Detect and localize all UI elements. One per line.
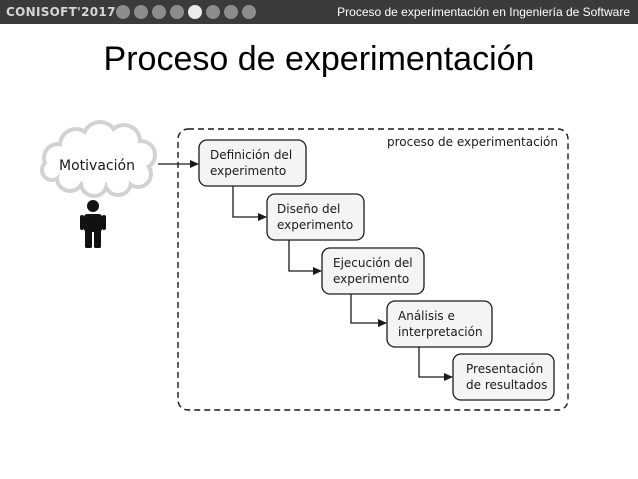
conference-brand: CONISOFT'2017 [6,5,116,19]
process-container [177,128,569,411]
cloud-label: Motivación [59,158,135,174]
progress-dot[interactable] [206,5,220,19]
step-label-line2: interpretación [398,325,483,339]
step-box-execution[interactable]: Ejecución del experimento [321,247,425,295]
arrow-step2-to-step3 [288,240,322,275]
step-label-line1: Definición del [210,148,292,162]
slide-progress-dots [116,5,256,19]
progress-dot[interactable] [224,5,238,19]
step-label-line2: experimento [210,164,286,178]
progress-dot-active[interactable] [188,5,202,19]
step-label-line1: Presentación [466,362,543,376]
motivation-cloud: Motivación [40,120,157,198]
progress-dot[interactable] [134,5,148,19]
step-label-line1: Ejecución del [333,256,413,270]
progress-dot[interactable] [116,5,130,19]
step-box-analysis[interactable]: Análisis e interpretación [386,300,493,348]
step-box-definition[interactable]: Definición del experimento [198,139,307,187]
progress-dot[interactable] [242,5,256,19]
progress-dot[interactable] [152,5,166,19]
step-label-line2: experimento [333,272,409,286]
arrow-step3-to-step4 [350,293,387,327]
step-box-design[interactable]: Diseño del experimento [266,193,365,241]
person-icon [80,200,106,248]
presentation-title: Proceso de experimentación en Ingeniería… [337,5,630,19]
progress-dot[interactable] [170,5,184,19]
arrow-step1-to-step2 [232,186,267,221]
top-bar: CONISOFT'2017 Proceso de experimentación… [0,0,638,24]
step-label-line1: Diseño del [277,202,340,216]
step-box-presentation[interactable]: Presentación de resultados [452,353,555,401]
step-label-line1: Análisis e [398,309,455,323]
slide-title: Proceso de experimentación [103,40,535,78]
step-label-line2: experimento [277,218,353,232]
container-label: proceso de experimentación [387,135,558,149]
step-label-line2: de resultados [466,378,547,392]
arrow-step4-to-step5 [418,347,453,381]
